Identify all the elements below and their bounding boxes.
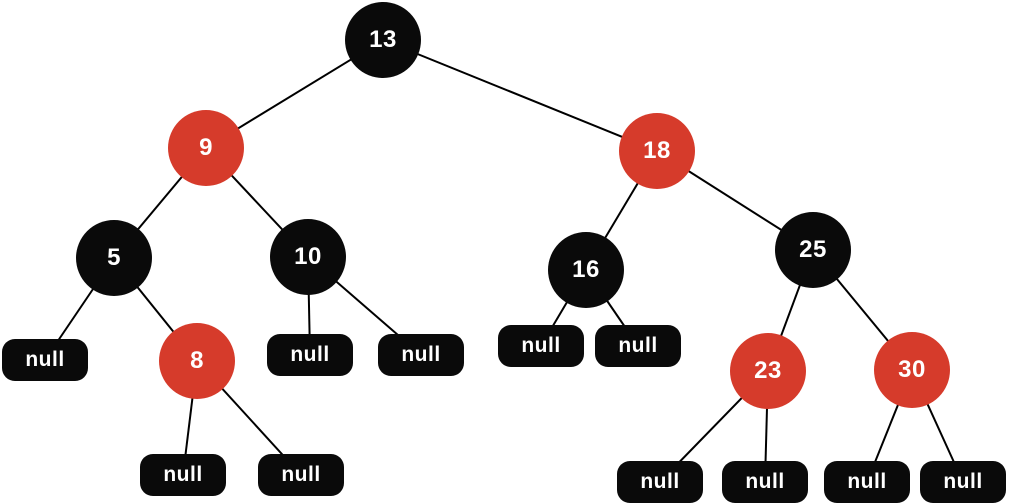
null-leaf: null: [140, 454, 226, 496]
node-label: null: [618, 334, 658, 357]
null-leaf: null: [378, 334, 464, 376]
node-label: null: [521, 334, 561, 357]
node-label: null: [163, 463, 203, 486]
tree-node-8: 8: [159, 323, 235, 399]
tree-node-25: 25: [775, 212, 851, 288]
node-label: 30: [898, 356, 926, 383]
tree-node-30: 30: [874, 332, 950, 408]
node-label: 25: [799, 236, 827, 263]
node-label: 18: [643, 137, 671, 164]
null-leaf: null: [595, 325, 681, 367]
node-label: null: [290, 343, 330, 366]
node-label: null: [640, 470, 680, 493]
node-label: 9: [199, 134, 213, 161]
node-label: 23: [754, 357, 782, 384]
tree-node-18: 18: [619, 113, 695, 189]
tree-node-23: 23: [730, 333, 806, 409]
tree-node-16: 16: [548, 232, 624, 308]
tree-node-10: 10: [270, 219, 346, 295]
null-leaf: null: [722, 461, 808, 503]
null-leaf: null: [267, 334, 353, 376]
node-label: null: [745, 470, 785, 493]
null-leaf: null: [617, 461, 703, 503]
node-label: 13: [369, 26, 397, 53]
null-leaf: null: [258, 454, 344, 496]
tree-node-5: 5: [76, 220, 152, 296]
node-label: 16: [572, 256, 600, 283]
null-leaf: null: [498, 325, 584, 367]
node-label: null: [281, 463, 321, 486]
node-label: 5: [107, 244, 121, 271]
node-label: 10: [294, 243, 322, 270]
node-label: null: [401, 343, 441, 366]
node-label: null: [943, 470, 983, 493]
null-leaf: null: [920, 461, 1006, 503]
tree-node-13: 13: [345, 2, 421, 78]
node-label: null: [847, 470, 887, 493]
tree-edge-13-18: [382, 39, 658, 152]
null-leaf: null: [2, 339, 88, 381]
null-leaf: null: [824, 461, 910, 503]
node-label: 8: [190, 347, 204, 374]
node-label: null: [25, 348, 65, 371]
tree-node-9: 9: [168, 110, 244, 186]
